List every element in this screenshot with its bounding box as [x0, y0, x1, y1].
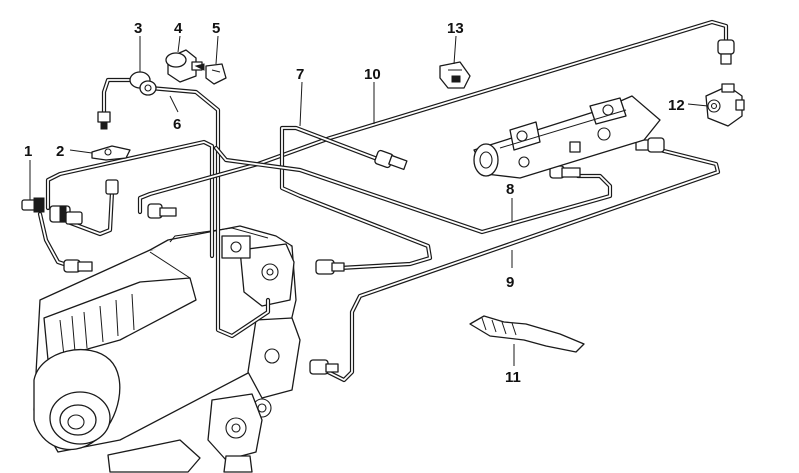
callout-6: 6 — [173, 116, 181, 133]
pipe-fitting — [63, 111, 177, 273]
callout-7: 7 — [296, 66, 304, 83]
callout-12: 12 — [668, 97, 685, 114]
bracket-2 — [91, 145, 131, 161]
callout-numbers: 1 2 3 4 5 6 7 8 9 10 11 12 13 — [24, 20, 685, 386]
callout-8: 8 — [506, 181, 514, 198]
clip-13 — [439, 61, 471, 89]
callout-13: 13 — [447, 20, 464, 37]
callout-5: 5 — [212, 20, 220, 37]
pipe-fitting-9 — [309, 137, 665, 375]
pipe-fitting-10 — [717, 39, 735, 65]
clip-5 — [205, 63, 227, 85]
leader-lines — [29, 35, 709, 366]
master-cylinder — [473, 95, 661, 179]
pipe-fitting-8 — [549, 165, 581, 179]
fittings — [21, 39, 735, 375]
brake-hose-3 — [129, 71, 157, 96]
holder-11 — [469, 315, 585, 353]
callout-11: 11 — [505, 369, 521, 386]
callout-9: 9 — [506, 274, 514, 291]
callout-4: 4 — [174, 20, 183, 37]
hydraulic-unit — [33, 225, 301, 473]
callout-2: 2 — [56, 143, 64, 160]
callout-1: 1 — [24, 143, 32, 160]
callout-10: 10 — [364, 66, 381, 83]
pipe-fitting-1 — [21, 197, 83, 225]
t-piece-12 — [705, 83, 745, 127]
brake-lines — [37, 19, 729, 383]
callout-3: 3 — [134, 20, 142, 37]
pressure-sensor-4 — [165, 49, 205, 83]
pipe-fitting-7 — [315, 149, 408, 275]
